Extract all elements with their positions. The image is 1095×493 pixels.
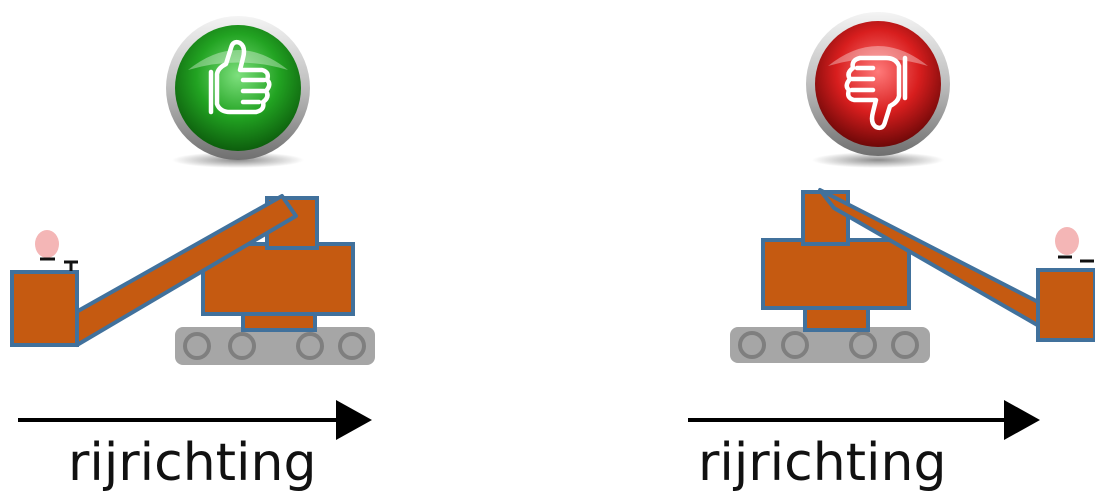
machine-body	[761, 190, 911, 332]
direction-label: rijrichting	[68, 433, 317, 493]
thumbs-up-icon	[166, 16, 310, 168]
scenario-good: rijrichting	[0, 0, 547, 489]
scenario-good-drawing	[10, 16, 375, 440]
direction-arrow	[18, 400, 372, 440]
receiving-truck	[1036, 268, 1095, 342]
crawler-track	[175, 327, 375, 365]
operator-figure	[1055, 227, 1094, 263]
receiving-truck	[10, 270, 79, 347]
direction-arrow	[688, 400, 1040, 440]
operator-figure	[35, 230, 78, 271]
scenario-bad: rijrichting	[548, 0, 1095, 489]
scenario-bad-drawing	[688, 12, 1095, 440]
thumbs-down-icon	[806, 12, 950, 168]
crawler-track	[730, 327, 930, 363]
direction-label: rijrichting	[698, 433, 947, 493]
